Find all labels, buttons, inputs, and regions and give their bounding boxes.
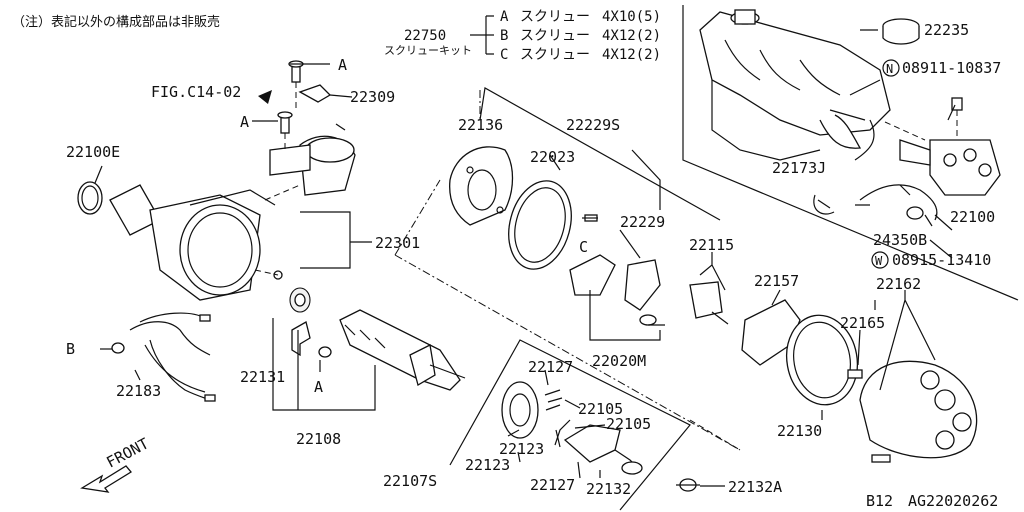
spec-row-b-name: スクリュー xyxy=(520,28,590,44)
fig-arrow-icon xyxy=(258,90,272,104)
part-22105-b[interactable]: 22105 xyxy=(606,415,651,433)
part-08911-10837[interactable]: 08911-10837 xyxy=(902,59,1001,77)
engine-inset xyxy=(682,5,1019,301)
part-22173J[interactable]: 22173J xyxy=(772,159,826,177)
callout-b[interactable]: B xyxy=(66,340,75,358)
shaft-assembly xyxy=(289,287,466,391)
part-22100E[interactable]: 22100E xyxy=(66,143,120,161)
header-note: （注）表記以外の構成部品は非販売 xyxy=(12,14,220,30)
part-22127-bottom[interactable]: 22127 xyxy=(530,476,575,494)
kit-name: スクリューキット xyxy=(384,44,472,57)
diagram-code: AG22020262 xyxy=(908,492,998,510)
kit-part-number: 22750 xyxy=(404,28,446,44)
callout-a-left[interactable]: A xyxy=(240,113,249,131)
callout-a-top[interactable]: A xyxy=(338,56,347,74)
part-22108[interactable]: 22108 xyxy=(296,430,341,448)
part-22136[interactable]: 22136 xyxy=(458,116,503,134)
part-22309[interactable]: 22309 xyxy=(350,88,395,106)
spec-row-b-size: 4X12(2) xyxy=(602,28,661,44)
part-22165[interactable]: 22165 xyxy=(840,314,885,332)
part-08915-13410[interactable]: 08915-13410 xyxy=(892,251,991,269)
w-marker-letter: W xyxy=(875,254,883,268)
w-marker-icon xyxy=(871,251,889,269)
spec-row-a-key: A xyxy=(500,9,509,25)
part-22123-b[interactable]: 22123 xyxy=(465,456,510,474)
part-22123-a[interactable]: 22123 xyxy=(499,440,544,458)
part-22235[interactable]: 22235 xyxy=(924,21,969,39)
n-marker-icon xyxy=(882,59,900,77)
part-22132A[interactable]: 22132A xyxy=(728,478,782,496)
part-22023[interactable]: 22023 xyxy=(530,148,575,166)
front-label: FRONT xyxy=(103,434,151,471)
spec-row-c-key: C xyxy=(500,47,508,63)
part-22130[interactable]: 22130 xyxy=(777,422,822,440)
callout-c[interactable]: C xyxy=(579,238,588,256)
part-22105-a[interactable]: 22105 xyxy=(578,400,623,418)
wiring-harness xyxy=(100,312,216,402)
screw-spec-table: 22750 スクリューキット A スクリュー 4X10(5) B スクリュー 4… xyxy=(384,9,661,63)
part-22301[interactable]: 22301 xyxy=(375,234,420,252)
sensor-subassembly xyxy=(449,339,691,511)
center-parts xyxy=(449,146,978,492)
distributor-housing xyxy=(77,60,356,301)
part-22229S[interactable]: 22229S xyxy=(566,116,620,134)
part-labels: A 22309 A 22100E 22301 B 22183 22131 A 2… xyxy=(66,21,1001,510)
part-22127-top[interactable]: 22127 xyxy=(528,358,573,376)
spec-row-a-size: 4X10(5) xyxy=(602,9,661,25)
part-22100[interactable]: 22100 xyxy=(950,208,995,226)
fig-reference[interactable]: FIG.C14-02 xyxy=(151,83,241,101)
part-24350B[interactable]: 24350B xyxy=(873,231,927,249)
part-22132[interactable]: 22132 xyxy=(586,480,631,498)
front-arrow-icon xyxy=(80,465,132,493)
part-22131[interactable]: 22131 xyxy=(240,368,285,386)
callout-a-bottom[interactable]: A xyxy=(314,378,323,396)
spec-row-b-key: B xyxy=(500,28,508,44)
exploded-boundary xyxy=(394,90,741,451)
part-22115[interactable]: 22115 xyxy=(689,236,734,254)
part-22183[interactable]: 22183 xyxy=(116,382,161,400)
part-22157[interactable]: 22157 xyxy=(754,272,799,290)
spec-row-c-size: 4X12(2) xyxy=(602,47,661,63)
spec-row-a-name: スクリュー xyxy=(520,9,590,25)
leader-lines xyxy=(94,29,956,487)
page-code: B12 xyxy=(866,492,893,510)
part-22107S[interactable]: 22107S xyxy=(383,472,437,490)
part-22229[interactable]: 22229 xyxy=(620,213,665,231)
n-marker-letter: N xyxy=(886,62,893,76)
part-22162[interactable]: 22162 xyxy=(876,275,921,293)
part-22020M[interactable]: 22020M xyxy=(592,352,646,370)
spec-row-c-name: スクリュー xyxy=(520,47,590,63)
